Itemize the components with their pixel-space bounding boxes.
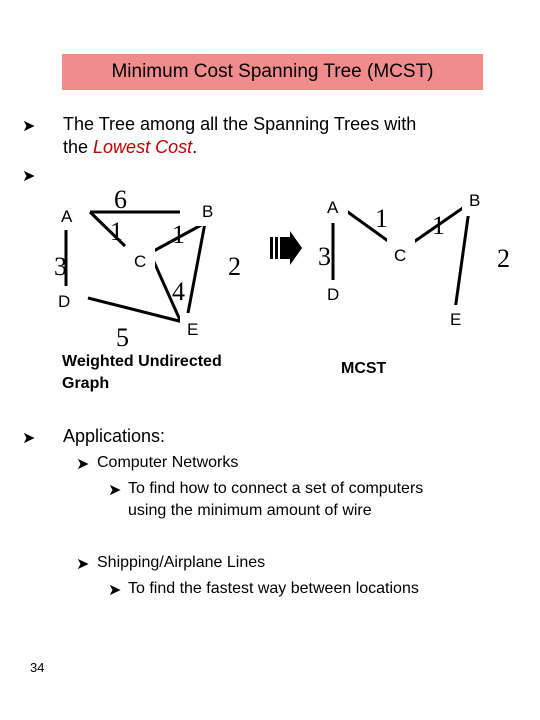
app-networks-desc-1: To find how to connect a set of computer… xyxy=(128,480,424,497)
node-c-label: C xyxy=(134,252,146,271)
node-d-left xyxy=(50,286,78,314)
weight-b-e: 2 xyxy=(228,252,241,281)
node-b-label: B xyxy=(202,202,213,221)
weight-c-b: 1 xyxy=(172,220,185,249)
node-d-right xyxy=(320,280,348,308)
node-b-left xyxy=(195,198,223,226)
weight-c-e: 4 xyxy=(172,277,185,306)
weight-a-d: 3 xyxy=(54,252,67,281)
bullet-arrow-icon: ➤ xyxy=(108,482,122,499)
weight-d-e: 5 xyxy=(116,323,129,350)
mcst-node-e-label: E xyxy=(450,310,461,329)
edge-a-c-mcst xyxy=(344,208,396,248)
bullet-arrow-icon: ➤ xyxy=(22,168,36,185)
node-b-right xyxy=(462,188,490,216)
bullet-arrow-icon: ➤ xyxy=(108,582,122,599)
app-computer-networks: Computer Networks xyxy=(97,454,239,471)
mcst-node-d-label: D xyxy=(327,285,339,304)
left-graph-caption-1: Weighted Undirected xyxy=(62,353,222,370)
mcst-weight-b-e: 2 xyxy=(497,244,510,273)
edge-c-b-mcst xyxy=(404,201,471,250)
applications-heading: Applications: xyxy=(63,426,166,446)
edge-a-c xyxy=(88,210,127,248)
node-d-label: D xyxy=(58,292,70,311)
mcst-caption: MCST xyxy=(341,360,387,377)
transform-arrow-icon xyxy=(270,231,302,265)
edge-b-e-mcst xyxy=(453,202,472,311)
intro-line-2: the Lowest Cost. xyxy=(63,137,198,157)
edge-b-e xyxy=(186,222,207,314)
node-c-right xyxy=(387,238,415,266)
mcst-node-b-label: B xyxy=(469,191,480,210)
node-a-right xyxy=(320,195,348,223)
mcst-weight-a-c: 1 xyxy=(375,204,388,233)
app-networks-desc-2: using the minimum amount of wire xyxy=(128,502,372,519)
node-a-label: A xyxy=(61,207,73,226)
bullet-arrow-icon: ➤ xyxy=(22,430,36,447)
node-c-left xyxy=(127,246,155,274)
node-a-left xyxy=(53,202,81,230)
page-number: 34 xyxy=(30,660,45,675)
intro-line-1: The Tree among all the Spanning Trees wi… xyxy=(63,114,417,134)
bullet-arrow-icon: ➤ xyxy=(76,556,90,573)
mcst-node-a-label: A xyxy=(327,198,339,217)
lowest-cost-emphasis: Lowest Cost xyxy=(93,137,193,157)
mcst-weight-a-d: 3 xyxy=(318,242,331,271)
bullet-arrow-icon: ➤ xyxy=(22,118,36,135)
node-e-right xyxy=(442,305,470,333)
edge-c-b xyxy=(149,221,206,255)
slide-title: Minimum Cost Spanning Tree (MCST) xyxy=(62,54,483,90)
weight-a-c: 1 xyxy=(110,217,123,246)
node-e-left xyxy=(180,315,208,343)
left-graph-caption-2: Graph xyxy=(62,375,110,392)
edge-d-e xyxy=(87,296,184,324)
weight-a-b: 6 xyxy=(114,185,127,214)
app-shipping-desc: To find the fastest way between location… xyxy=(128,580,419,597)
node-e-label: E xyxy=(187,320,198,339)
bullet-arrow-icon: ➤ xyxy=(76,456,90,473)
mcst-node-c-label: C xyxy=(394,246,406,265)
app-shipping-lines: Shipping/Airplane Lines xyxy=(97,554,266,571)
mcst-weight-c-b: 1 xyxy=(432,211,445,240)
graph-figure: A B C D E 6 1 1 3 2 4 5 A B C D E xyxy=(50,185,510,350)
